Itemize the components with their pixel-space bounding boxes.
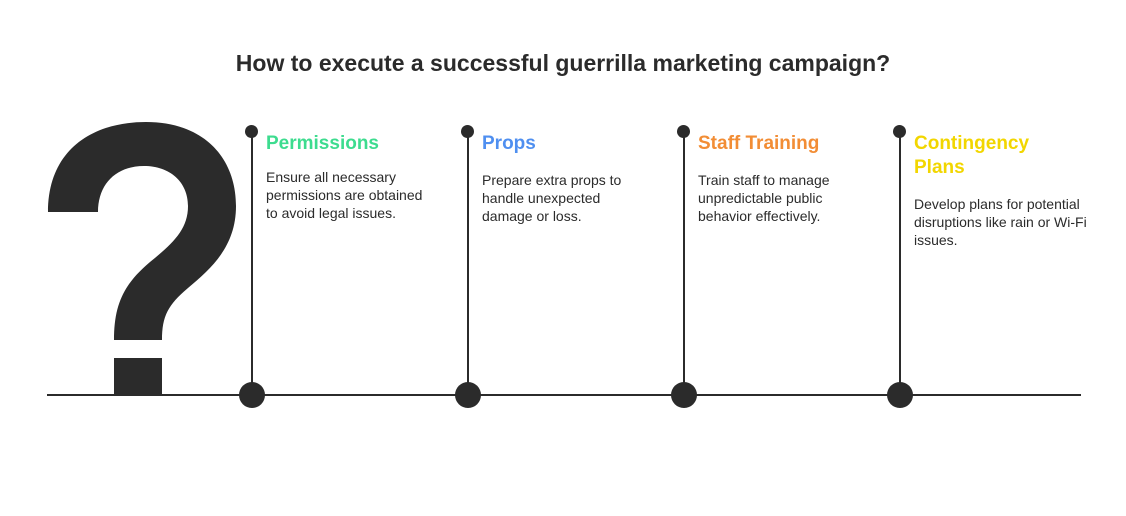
diagram-title: How to execute a successful guerrilla ma… <box>235 50 891 76</box>
milestone-description: Prepare extra props to handle unexpected… <box>482 172 622 224</box>
milestone-title: Staff Training <box>698 133 820 154</box>
milestone-stem <box>251 131 253 395</box>
milestone-stem <box>899 131 901 395</box>
timeline-baseline <box>47 394 1081 396</box>
milestone-description: Develop plans for potential disruptions … <box>914 196 1087 248</box>
milestone-bottom-dot <box>239 382 265 408</box>
milestone-title: Permissions <box>266 133 379 154</box>
milestone-stem <box>683 131 685 395</box>
question-mark-icon <box>48 122 236 396</box>
milestone-description: Ensure all necessary permissions are obt… <box>266 169 423 221</box>
milestone-bottom-dot <box>887 382 913 408</box>
milestone-bottom-dot <box>455 382 481 408</box>
milestone-title: Contingency Plans <box>914 133 1030 178</box>
milestone-description: Train staff to manage unpredictable publ… <box>698 172 830 224</box>
milestone-bottom-dot <box>671 382 697 408</box>
milestone-title: Props <box>482 133 536 154</box>
milestone-stem <box>467 131 469 395</box>
